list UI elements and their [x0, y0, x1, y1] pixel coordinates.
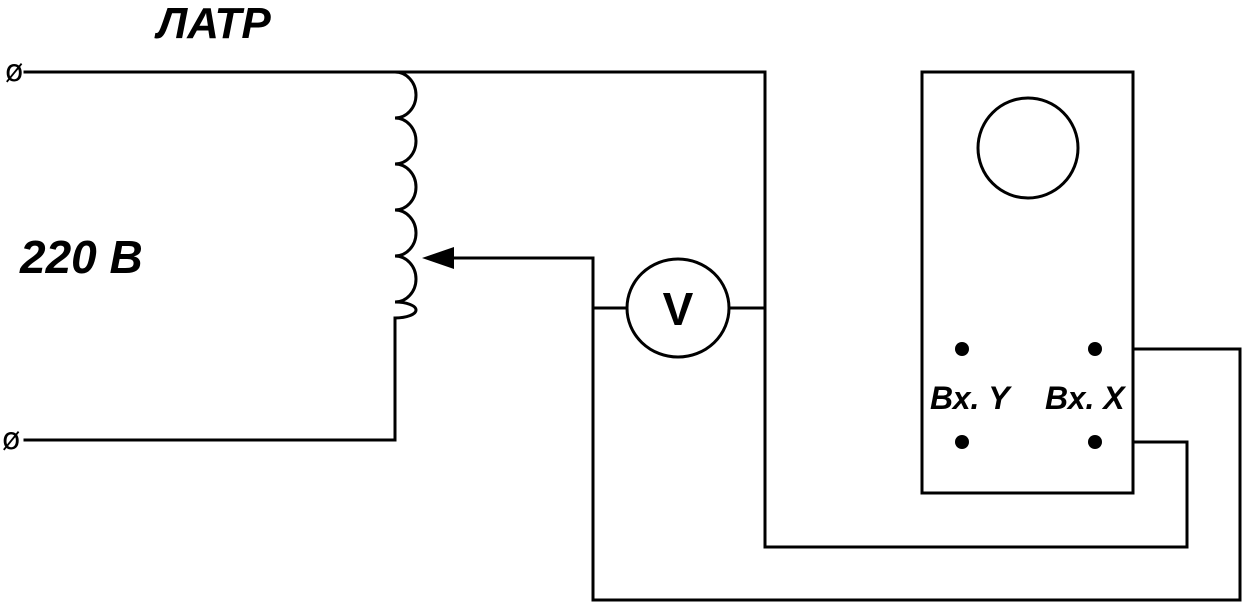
voltmeter-circle: [625, 257, 731, 359]
oscilloscope-screen: [976, 96, 1080, 200]
voltmeter-symbol: V: [663, 283, 694, 335]
input-terminal-bottom-icon: ø: [2, 422, 20, 457]
voltmeter: V: [625, 257, 731, 359]
bottom-supply-wire: [23, 316, 397, 442]
input-x-label: Вх. X: [1045, 380, 1126, 416]
oscilloscope: Вх. Y Вх. X: [920, 70, 1135, 495]
top-supply-wire: [23, 70, 1189, 549]
wiper-arrowhead-icon: [422, 247, 454, 269]
autotransformer-title: ЛАТР: [154, 0, 271, 48]
input-x-terminal-upper: [1088, 342, 1102, 356]
autotransformer-coil: [393, 70, 418, 320]
wiper-wire: [452, 256, 1242, 602]
input-y-label: Вх. Y: [930, 380, 1012, 416]
input-y-terminal-upper: [955, 342, 969, 356]
input-y-terminal-lower: [955, 435, 969, 449]
supply-voltage-label: 220 В: [19, 231, 143, 283]
input-terminal-top-icon: ø: [5, 54, 23, 89]
input-x-terminal-lower: [1088, 435, 1102, 449]
